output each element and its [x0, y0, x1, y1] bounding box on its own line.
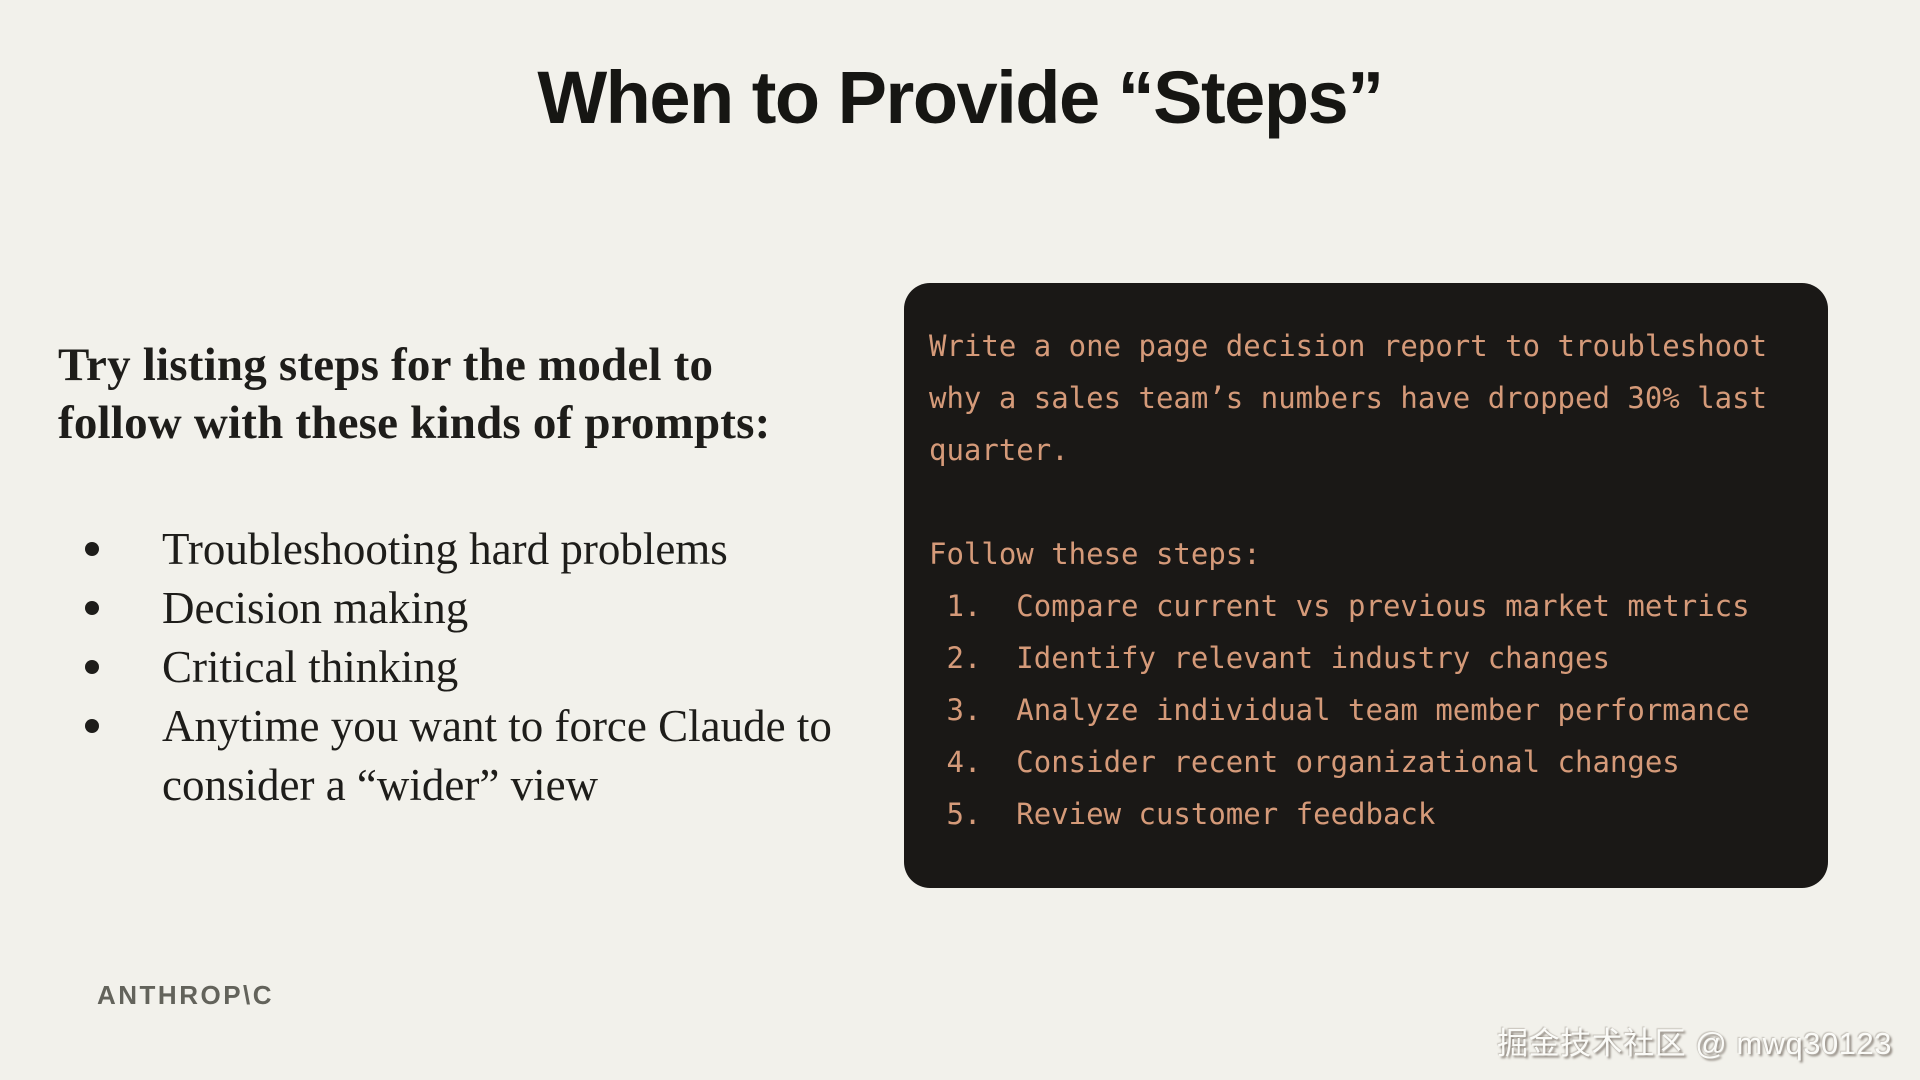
- left-intro-heading-line-1: Try listing steps for the model to: [58, 339, 714, 391]
- watermark-text: 掘金技术社区 @ mwq30123: [1497, 1026, 1892, 1061]
- list-item: Troubleshooting hard problems: [85, 520, 862, 579]
- list-item: Anytime you want to force Claude to cons…: [85, 697, 862, 815]
- list-item-label: Critical thinking: [162, 642, 459, 692]
- bullet-dot-icon: [85, 542, 99, 556]
- prompt-example-panel: Write a one page decision report to trou…: [904, 283, 1828, 888]
- bullet-dot-icon: [85, 601, 99, 615]
- anthropic-logo: ANTHROP\C: [97, 980, 275, 1010]
- list-item: Critical thinking: [85, 638, 862, 697]
- page-title: When to Provide “Steps”: [537, 56, 1384, 139]
- prompt-use-case-list: Troubleshooting hard problems Decision m…: [85, 520, 862, 815]
- bullet-dot-icon: [85, 719, 99, 733]
- list-item-label: Decision making: [162, 583, 469, 633]
- list-item-label: Troubleshooting hard problems: [162, 524, 728, 574]
- left-intro-heading: Try listing steps for the model to follo…: [58, 336, 771, 452]
- list-item-label: Anytime you want to force Claude to cons…: [162, 701, 832, 810]
- prompt-example-text: Write a one page decision report to trou…: [929, 329, 1768, 831]
- left-intro-heading-line-2: follow with these kinds of prompts:: [58, 397, 771, 449]
- bullet-dot-icon: [85, 660, 99, 674]
- list-item: Decision making: [85, 579, 862, 638]
